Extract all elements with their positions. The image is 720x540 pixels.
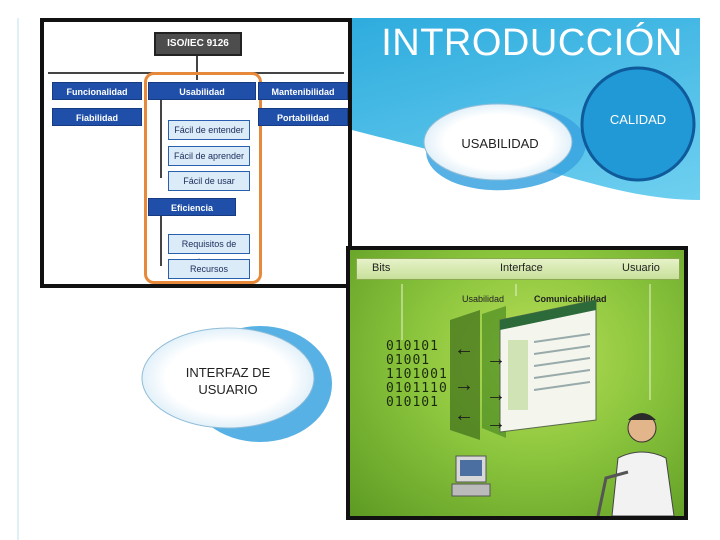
illustration-graphics bbox=[401, 284, 675, 516]
bubble-interfaz-line2: USUARIO bbox=[198, 382, 258, 397]
interface-illustration: Bits Interface Usuario Usabilidad Comuni… bbox=[346, 246, 688, 520]
iso-header: ISO/IEC 9126 bbox=[154, 32, 242, 56]
iso-box-portabilidad: Portabilidad bbox=[258, 108, 348, 126]
bits-row: 01001 bbox=[386, 353, 431, 368]
label-interface: Interface bbox=[500, 262, 543, 274]
iso-box-funcionalidad: Funcionalidad bbox=[52, 82, 142, 100]
bubble-calidad: CALIDAD bbox=[609, 112, 667, 127]
bits-column: 010101 01001 1101001 0101110 010101 bbox=[386, 340, 448, 410]
bits-row: 010101 bbox=[386, 339, 439, 354]
bubble-usabilidad: USABILIDAD bbox=[461, 136, 539, 151]
bits-row: 0101110 bbox=[386, 381, 448, 396]
bits-row: 010101 bbox=[386, 395, 439, 410]
connector-line bbox=[196, 56, 198, 80]
iso-box-fiabilidad: Fiabilidad bbox=[52, 108, 142, 126]
iso-box-eficiencia: Eficiencia bbox=[148, 198, 236, 216]
slide-title: INTRODUCCIÓN bbox=[381, 22, 683, 64]
connector-line bbox=[160, 100, 162, 178]
bubble-interfaz-usuario: INTERFAZ DE USUARIO bbox=[150, 364, 306, 398]
label-usabilidad: Usabilidad bbox=[462, 294, 505, 304]
label-usuario: Usuario bbox=[622, 262, 660, 274]
bits-row: 1101001 bbox=[386, 367, 448, 382]
iso-diagram: ISO/IEC 9126 Funcionalidad Fiabilidad Us… bbox=[40, 18, 352, 288]
iso-sub-facil-usar: Fácil de usar bbox=[168, 171, 250, 191]
iso-sub-facil-entender: Fácil de entender bbox=[168, 120, 250, 140]
arrow-right-icon: → bbox=[486, 348, 506, 370]
iso-box-mantenibilidad: Mantenibilidad bbox=[258, 82, 348, 100]
arrow-right-icon: → bbox=[486, 412, 506, 434]
iso-sub-recursos: Recursos bbox=[168, 259, 250, 279]
iso-box-usabilidad: Usabilidad bbox=[148, 82, 256, 100]
arrow-right-icon: → bbox=[486, 384, 506, 406]
arrow-left-icon: ← bbox=[454, 404, 474, 426]
usabilidad-highlight bbox=[144, 72, 262, 284]
arrow-left-icon: ← bbox=[454, 338, 474, 360]
bubble-interfaz-line1: INTERFAZ DE bbox=[185, 365, 271, 380]
label-bits: Bits bbox=[372, 262, 391, 274]
connector-line bbox=[160, 216, 162, 266]
label-comunicabilidad: Comunicabilidad bbox=[534, 294, 607, 304]
arrow-right-icon: → bbox=[454, 374, 474, 396]
iso-sub-facil-aprender: Fácil de aprender bbox=[168, 146, 250, 166]
illustration-top-bar bbox=[356, 258, 680, 280]
